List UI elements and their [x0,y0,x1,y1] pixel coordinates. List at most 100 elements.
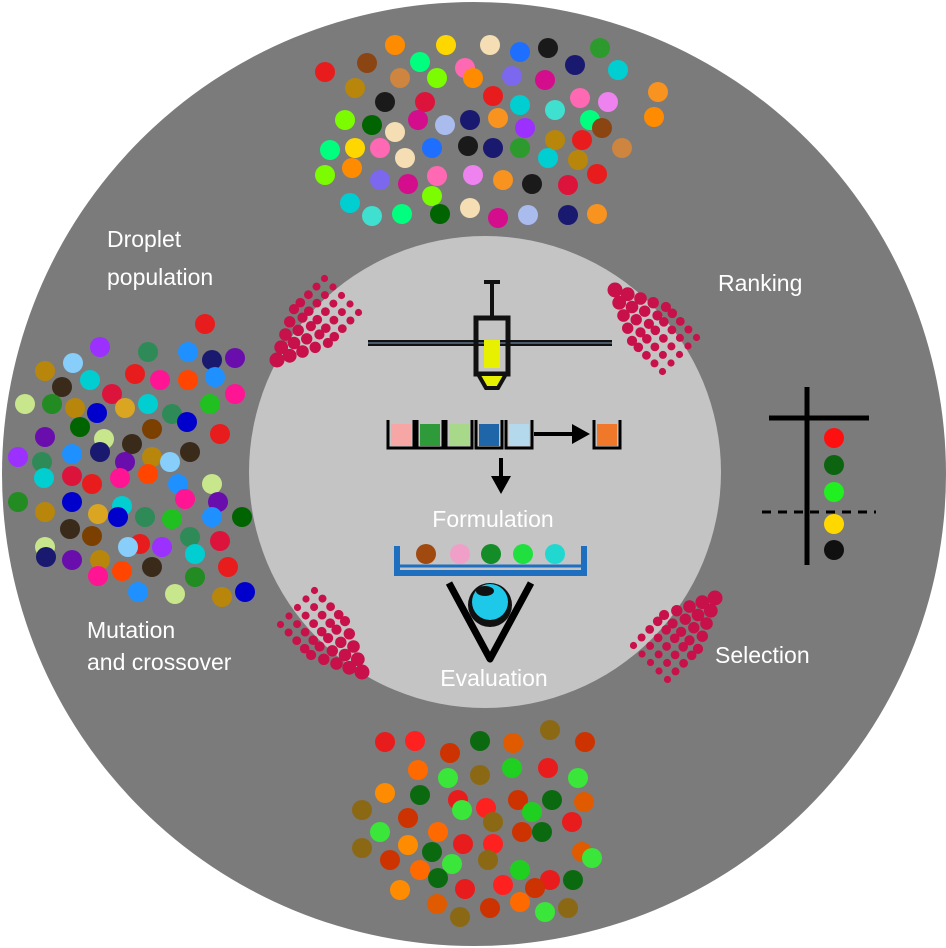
beaker-icon [592,420,622,450]
arrow-dot [331,624,342,635]
arrow-dot [658,367,667,376]
arrow-dot [686,650,697,661]
arrow-dot [314,329,325,340]
droplet [510,95,530,115]
inner-disk [249,236,721,708]
droplet [62,444,82,464]
arrow-dot [354,664,370,680]
droplet [36,547,56,567]
droplet [82,526,102,546]
droplet [175,489,195,509]
arrow-dot [662,642,671,651]
droplet [115,398,135,418]
droplet [572,130,592,150]
droplet [150,370,170,390]
droplet [493,170,513,190]
arrow-dot [671,667,680,676]
droplet [362,206,382,226]
arrow-dot [320,291,329,300]
arrow-dot [607,282,623,298]
droplet [178,370,198,390]
droplet [582,848,602,868]
arrow-dot [350,652,365,667]
droplet [128,582,148,602]
droplet [118,537,138,557]
droplet [648,82,668,102]
ranking-droplet [824,428,844,448]
ranking-droplet [824,482,844,502]
droplet [370,170,390,190]
arrow-dot [337,308,346,317]
arrow-dot [696,630,708,642]
arrow-dot [329,331,340,342]
droplet [525,878,545,898]
droplet [375,783,395,803]
droplet [375,732,395,752]
droplet [398,174,418,194]
droplet [357,53,377,73]
droplet [60,519,80,539]
arrow-dot [646,658,655,667]
droplet [62,550,82,570]
droplet [62,492,82,512]
droplet [436,35,456,55]
dot-arrow-bottom-left [276,586,370,680]
droplet [483,834,503,854]
arrow-dot [667,308,678,319]
droplet [510,42,530,62]
droplet [510,138,530,158]
droplet [470,731,490,751]
droplet [470,765,490,785]
arrow-dot [337,291,346,300]
arrow-dot [684,635,695,646]
arrow-dot [675,350,684,359]
arrow-dot [703,603,718,618]
arrow-dot [309,619,318,628]
droplet [540,720,560,740]
droplet [8,492,28,512]
droplet [108,507,128,527]
ranking-axis-icon [762,387,876,565]
droplet [210,531,230,551]
droplet [427,166,447,186]
droplet [488,208,508,228]
droplet [532,822,552,842]
droplet [592,118,612,138]
droplet [502,66,522,86]
droplet [565,55,585,75]
droplet [35,502,55,522]
arrow-dot [633,342,644,353]
arrow-dot [302,595,310,603]
droplet [422,186,442,206]
arrow-dot [314,641,325,652]
arrow-dot [620,287,635,302]
droplet [63,353,83,373]
droplet [385,122,405,142]
droplet [177,412,197,432]
droplet [405,731,425,751]
droplet [208,492,228,512]
droplet [488,108,508,128]
arrow-dot [670,650,680,660]
arrow-dot [343,628,355,640]
droplet [538,758,558,778]
arrow-dot [326,645,338,657]
arrow-dot [676,626,687,638]
arrow-dot [329,283,337,291]
arrow-dot [282,348,297,363]
beaker-row [386,420,622,450]
arrow-dot [295,297,306,308]
droplet [483,812,503,832]
droplet [522,174,542,194]
droplet [455,879,475,899]
dot-arrow-bottom-right [629,590,723,684]
arrow-dot [655,667,663,675]
arrow-dot [317,610,327,620]
label-formulation: Formulation [432,506,553,532]
arrow-dot [284,628,293,637]
droplet [493,875,513,895]
droplet [180,442,200,462]
droplet [205,367,225,387]
arrow-dot [688,622,700,634]
arrow-dot [635,327,646,338]
